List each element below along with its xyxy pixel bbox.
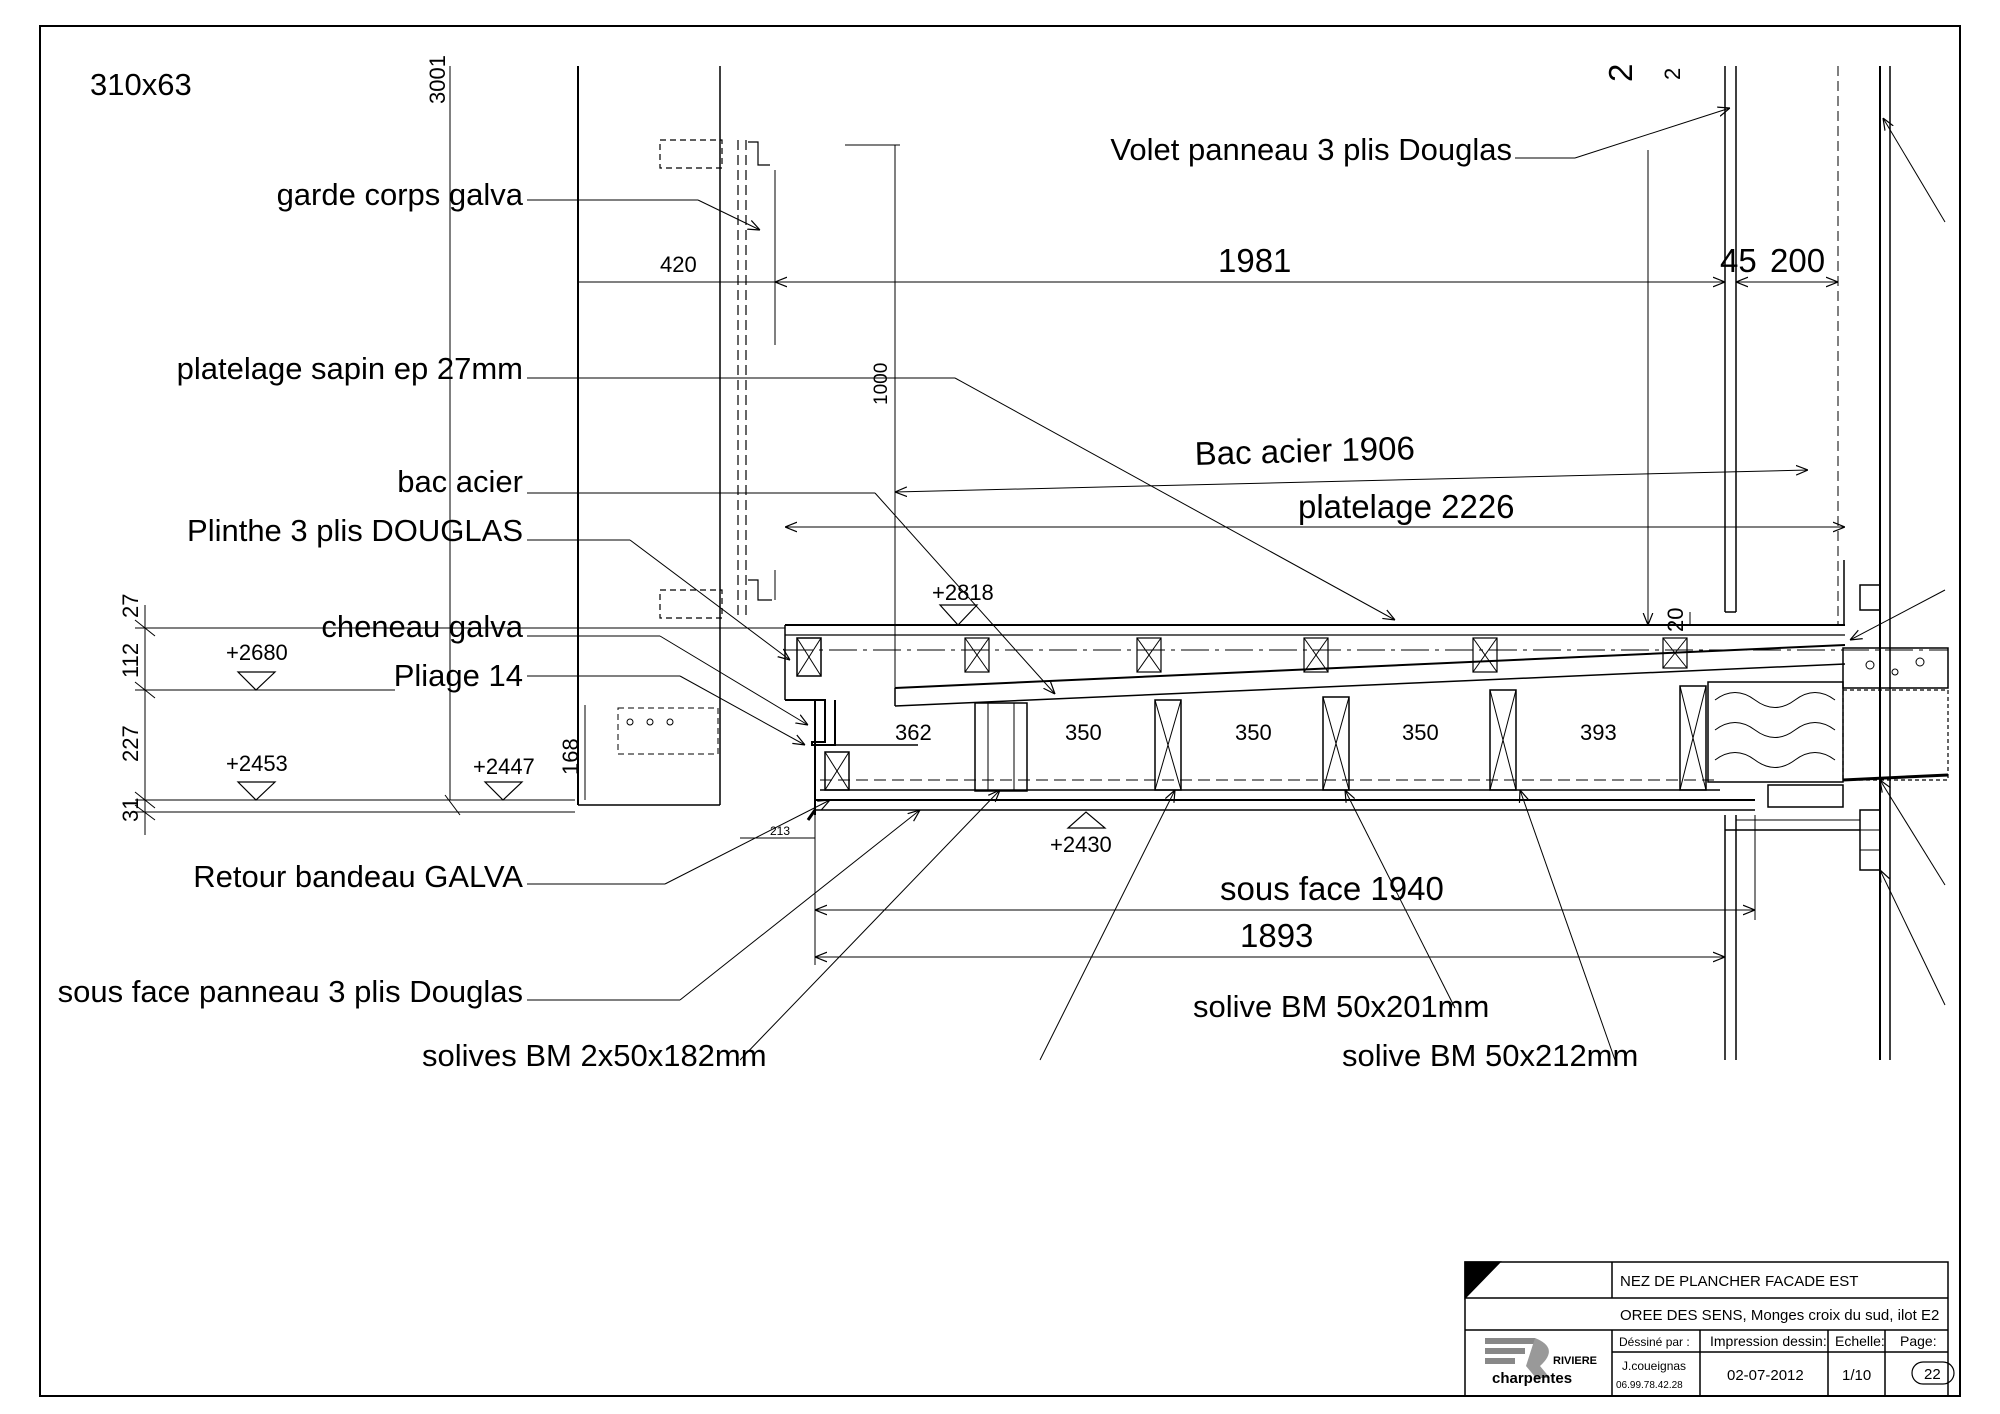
dim-1000: 1000: [871, 363, 892, 405]
sheet-border: [39, 25, 1961, 1397]
print-label: Impression dessin:: [1710, 1333, 1827, 1349]
stack-31: 31: [118, 798, 143, 822]
callout-solive-201: solive BM 50x201mm: [1193, 989, 1489, 1024]
callout-retour-bandeau: Retour bandeau GALVA: [193, 859, 523, 894]
level-2453: +2453: [226, 751, 288, 776]
dim-1893: 1893: [1240, 917, 1313, 954]
dim-200: 200: [1770, 242, 1825, 279]
drawn-by-label: Déssiné par :: [1619, 1335, 1690, 1349]
right-wall: [1724, 66, 1891, 1060]
drawn-by-phone: 06.99.78.42.28: [1616, 1380, 1683, 1391]
logo-text-riviere: RIVIERE: [1553, 1355, 1597, 1367]
spacing-2: 350: [1235, 720, 1272, 745]
title-block-title: NEZ DE PLANCHER FACADE EST: [1620, 1273, 1858, 1290]
callout-solives-2x: solives BM 2x50x182mm: [422, 1038, 767, 1073]
callout-cheneau: cheneau galva: [321, 609, 523, 644]
dim-2b: 2: [1660, 68, 1685, 80]
callout-solive-212: solive BM 50x212mm: [1342, 1038, 1638, 1073]
spacing-3: 350: [1402, 720, 1439, 745]
callout-bac-acier: bac acier: [397, 464, 523, 499]
stack-112: 112: [118, 643, 143, 678]
level-markers: [236, 604, 1107, 829]
callout-plinthe: Plinthe 3 plis DOUGLAS: [187, 513, 523, 548]
dim-1981: 1981: [1218, 242, 1291, 279]
title-block: [1464, 1261, 1955, 1397]
print-date: 02-07-2012: [1727, 1367, 1804, 1384]
left-post: [577, 66, 721, 806]
callout-sous-face-panneau: sous face panneau 3 plis Douglas: [58, 974, 523, 1009]
stack-27: 27: [118, 594, 143, 618]
page-value: 22: [1924, 1366, 1941, 1383]
bracket-dashed: [617, 707, 719, 755]
dim-3001: 3001: [425, 55, 450, 104]
dim-bac-acier-1906: Bac acier 1906: [1194, 429, 1415, 472]
callout-pliage: Pliage 14: [394, 658, 523, 693]
level-2430: +2430: [1050, 832, 1112, 857]
level-2680: +2680: [226, 640, 288, 665]
scale-label: Echelle:: [1835, 1333, 1885, 1349]
dim-platelage-2226: platelage 2226: [1298, 488, 1515, 525]
guardrail: [659, 139, 776, 620]
callout-volet: Volet panneau 3 plis Douglas: [1110, 132, 1512, 167]
callout-leaders: [527, 108, 1730, 1061]
level-2447: +2447: [473, 754, 535, 779]
dim-sous-face-1940: sous face 1940: [1220, 870, 1444, 907]
dim-168: 168: [558, 738, 583, 775]
scale-value: 1/10: [1842, 1367, 1871, 1384]
section-label: 310x63: [90, 67, 192, 102]
dim-2a: 2: [1602, 64, 1639, 82]
spacing-0: 362: [895, 720, 932, 745]
floor-structure: [784, 624, 1949, 821]
logo-text-charpentes: charpentes: [1492, 1370, 1572, 1387]
right-leaders: [1850, 118, 1946, 1006]
company-logo: [1485, 1338, 1550, 1378]
dim-420: 420: [660, 252, 697, 277]
spacing-1: 350: [1065, 720, 1102, 745]
page-label: Page:: [1900, 1333, 1937, 1349]
stack-227: 227: [118, 725, 143, 762]
dim-20: 20: [1663, 608, 1688, 632]
drawn-by-name: J.coueignas: [1622, 1359, 1686, 1373]
spacing-4: 393: [1580, 720, 1617, 745]
level-2818: +2818: [932, 580, 994, 605]
callout-platelage-sapin: platelage sapin ep 27mm: [177, 351, 523, 386]
callout-garde-corps: garde corps galva: [277, 177, 524, 212]
title-block-project: OREE DES SENS, Monges croix du sud, ilot…: [1620, 1307, 1939, 1324]
dim-213: 213: [770, 824, 790, 838]
dimension-lines: [134, 144, 1845, 965]
dim-45: 45: [1720, 242, 1757, 279]
